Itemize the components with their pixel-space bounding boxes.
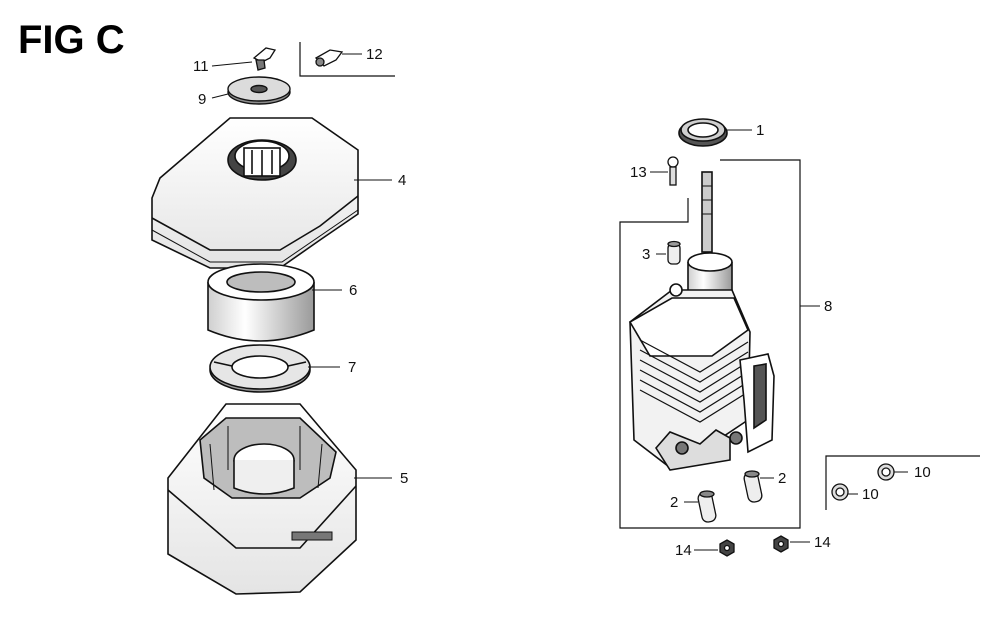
callout-14-right: 14 [814,534,831,551]
callout-4: 4 [398,172,407,189]
callout-12: 12 [366,46,383,63]
callout-10-lower: 10 [862,486,879,503]
callout-1: 1 [756,122,765,139]
callout-6: 6 [349,282,358,299]
callout-7: 7 [348,359,357,376]
leader-9 [211,93,229,99]
part-11-wing-nut[interactable] [252,47,277,71]
callout-14-left: 14 [675,542,692,559]
part-10-collar-lower[interactable] [831,483,849,501]
part-6-filter-element[interactable] [207,263,315,342]
bracket-8 [619,159,801,529]
bracket-10 [825,455,980,510]
part-14-nut-left[interactable] [719,539,735,557]
part-5-air-cleaner-base[interactable] [167,403,357,595]
part-13-screw[interactable] [667,156,679,186]
part-10-collar-upper[interactable] [877,463,895,481]
part-4-air-cleaner-cover[interactable] [151,117,359,269]
part-7-gasket[interactable] [209,344,311,393]
callout-2-right: 2 [778,470,787,487]
callout-9: 9 [198,91,207,108]
leader-11 [211,61,253,67]
part-2-stud-right[interactable] [743,470,763,503]
callout-11: 11 [193,58,209,75]
callout-13: 13 [630,164,647,181]
part-9-seal-washer[interactable] [227,76,291,105]
callout-5: 5 [400,470,409,487]
part-14-nut-right[interactable] [773,535,789,553]
bracket-11-12 [299,42,395,77]
part-3-pin[interactable] [667,240,681,265]
callout-10-upper: 10 [914,464,931,481]
part-8-muffler[interactable] [628,171,775,471]
part-1-o-ring[interactable] [678,118,728,147]
callout-2-left: 2 [670,494,679,511]
callout-3: 3 [642,246,651,263]
callout-8: 8 [824,298,833,315]
part-2-stud-left[interactable] [697,490,717,523]
figure-title: FIG C [18,18,125,62]
part-12-clip[interactable] [314,49,344,67]
